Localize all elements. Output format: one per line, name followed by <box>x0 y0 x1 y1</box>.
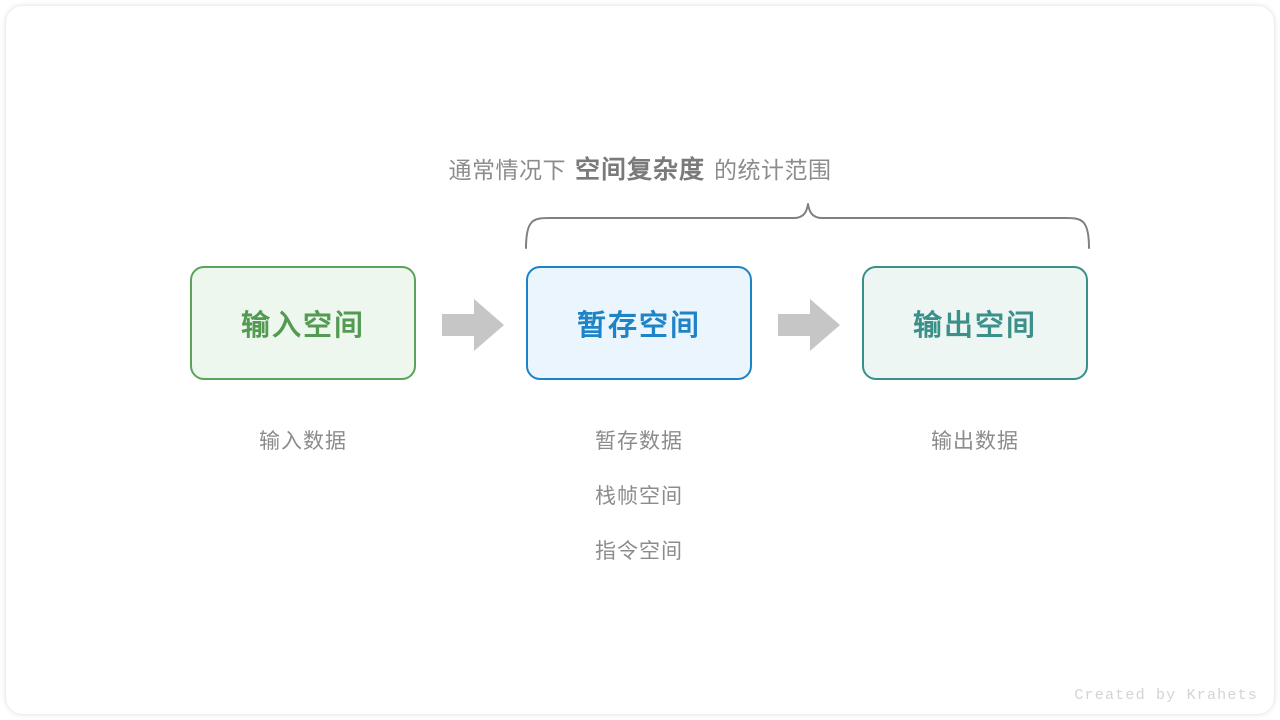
caption-temp-line-3: 指令空间 <box>595 540 683 563</box>
box-temp-space[interactable]: 暂存空间 <box>526 266 752 380</box>
box-input-space[interactable]: 输入空间 <box>190 266 416 380</box>
caption-input-line-1: 输入数据 <box>259 430 347 453</box>
box-temp-space-label: 暂存空间 <box>576 310 701 342</box>
caption-temp: 暂存数据 栈帧空间 指令空间 <box>489 425 789 565</box>
credit-text: Created by Krahets <box>1074 687 1258 704</box>
arrow-right-icon <box>442 299 504 351</box>
heading-suffix: 的统计范围 <box>714 157 832 183</box>
heading-highlight: 空间复杂度 <box>574 156 705 184</box>
box-input-space-label: 输入空间 <box>240 310 365 342</box>
caption-input: 输入数据 <box>153 425 453 455</box>
brace-icon <box>525 203 1090 249</box>
box-output-space[interactable]: 输出空间 <box>862 266 1088 380</box>
page-title: 通常情况下空间复杂度的统计范围 <box>0 150 1280 186</box>
caption-output: 输出数据 <box>825 425 1125 455</box>
arrow-right-icon-input-to-temp <box>442 299 504 351</box>
heading-prefix: 通常情况下 <box>448 157 566 183</box>
box-output-space-label: 输出空间 <box>912 310 1037 342</box>
scope-brace <box>515 196 1100 252</box>
arrow-right-icon <box>778 299 840 351</box>
caption-temp-line-2: 栈帧空间 <box>595 485 683 508</box>
caption-temp-line-1: 暂存数据 <box>595 430 683 453</box>
caption-output-line-1: 输出数据 <box>931 430 1019 453</box>
arrow-right-icon-temp-to-output <box>778 299 840 351</box>
